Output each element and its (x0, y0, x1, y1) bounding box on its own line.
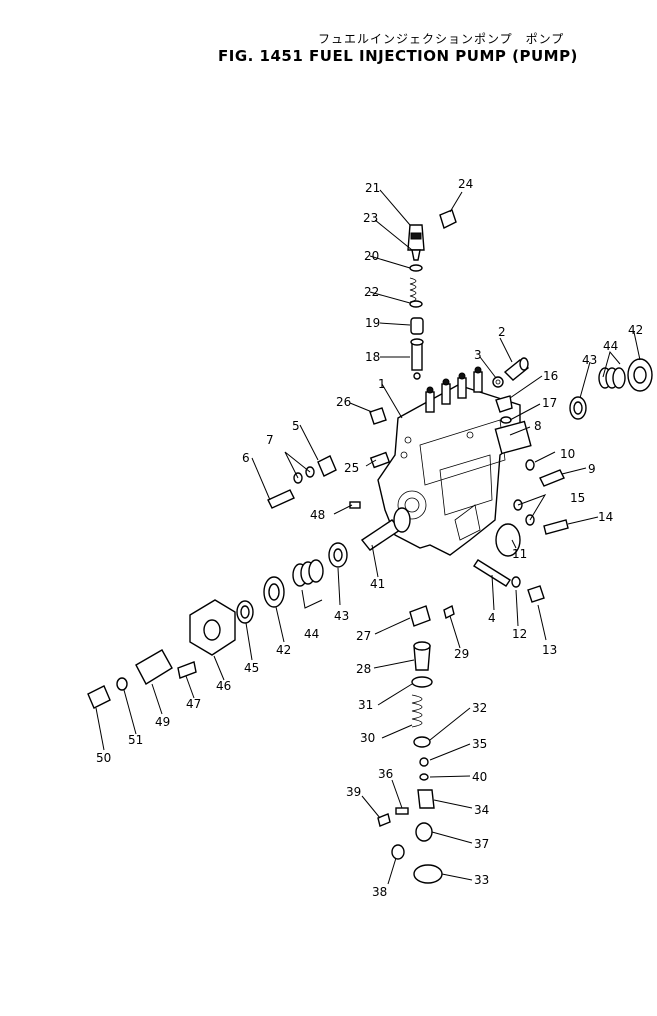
callout-15: 15 (570, 491, 585, 505)
callout-5: 5 (292, 419, 300, 433)
callout-25: 25 (344, 461, 359, 475)
callout-31: 31 (358, 698, 373, 712)
callout-49: 49 (155, 715, 170, 729)
callout-labels: 21 24 23 20 22 19 18 2 42 3 16 43 44 1 2… (96, 177, 643, 899)
callout-8: 8 (534, 419, 542, 433)
callout-27: 27 (356, 629, 371, 643)
callout-44-right: 44 (603, 339, 618, 353)
callout-37: 37 (474, 837, 489, 851)
callout-38: 38 (372, 885, 387, 899)
callout-13: 13 (542, 643, 557, 657)
callout-7: 7 (266, 433, 274, 447)
callout-2: 2 (498, 325, 506, 339)
leader-lines (95, 189, 641, 885)
callout-30: 30 (360, 731, 375, 745)
callout-47: 47 (186, 697, 201, 711)
callout-4: 4 (488, 611, 496, 625)
callout-18: 18 (365, 350, 380, 364)
callout-44-left: 44 (304, 627, 319, 641)
left-side-parts (267, 407, 391, 509)
callout-1: 1 (378, 377, 386, 391)
camshaft (360, 507, 411, 551)
callout-34: 34 (474, 803, 489, 817)
callout-20: 20 (364, 249, 379, 263)
callout-10: 10 (560, 447, 575, 461)
callout-22: 22 (364, 285, 379, 299)
callout-21: 21 (365, 181, 380, 195)
callout-9: 9 (588, 462, 596, 476)
figure-title-japanese: フュエルインジェクションポンプ ポンプ (318, 32, 565, 46)
callout-41: 41 (370, 577, 385, 591)
callout-50: 50 (96, 751, 111, 765)
delivery-valve-stack (407, 209, 457, 380)
callout-33: 33 (474, 873, 489, 887)
callout-3: 3 (474, 348, 482, 362)
callout-39: 39 (346, 785, 361, 799)
callout-43-right: 43 (582, 353, 597, 367)
callout-29: 29 (454, 647, 469, 661)
callout-48: 48 (310, 508, 325, 522)
callout-32: 32 (472, 701, 487, 715)
pump-housing (377, 366, 532, 556)
callout-46: 46 (216, 679, 231, 693)
callout-28: 28 (356, 662, 371, 676)
callout-43-left: 43 (334, 609, 349, 623)
lower-left-group (87, 542, 348, 709)
callout-36: 36 (378, 767, 393, 781)
callout-17: 17 (542, 396, 557, 410)
callout-42-right: 42 (628, 323, 643, 337)
callout-35: 35 (472, 737, 487, 751)
callout-16: 16 (543, 369, 558, 383)
stud-nut-group (473, 559, 545, 603)
bolt-group-right (495, 459, 569, 557)
callout-45: 45 (244, 661, 259, 675)
callout-51: 51 (128, 733, 143, 747)
callout-19: 19 (365, 316, 380, 330)
figure-title: FIG. 1451 FUEL INJECTION PUMP (PUMP) (218, 47, 578, 65)
tappet-stack (377, 604, 455, 884)
feed-parts-2-3 (492, 357, 530, 388)
callout-23: 23 (363, 211, 378, 225)
callout-40: 40 (472, 770, 487, 784)
cover-parts (495, 395, 513, 424)
callout-42-left: 42 (276, 643, 291, 657)
callout-14: 14 (598, 510, 613, 524)
callout-24: 24 (458, 177, 473, 191)
callout-12: 12 (512, 627, 527, 641)
callout-11: 11 (512, 547, 527, 561)
callout-6: 6 (242, 451, 250, 465)
callout-26: 26 (336, 395, 351, 409)
right-bearing-group (569, 358, 653, 420)
